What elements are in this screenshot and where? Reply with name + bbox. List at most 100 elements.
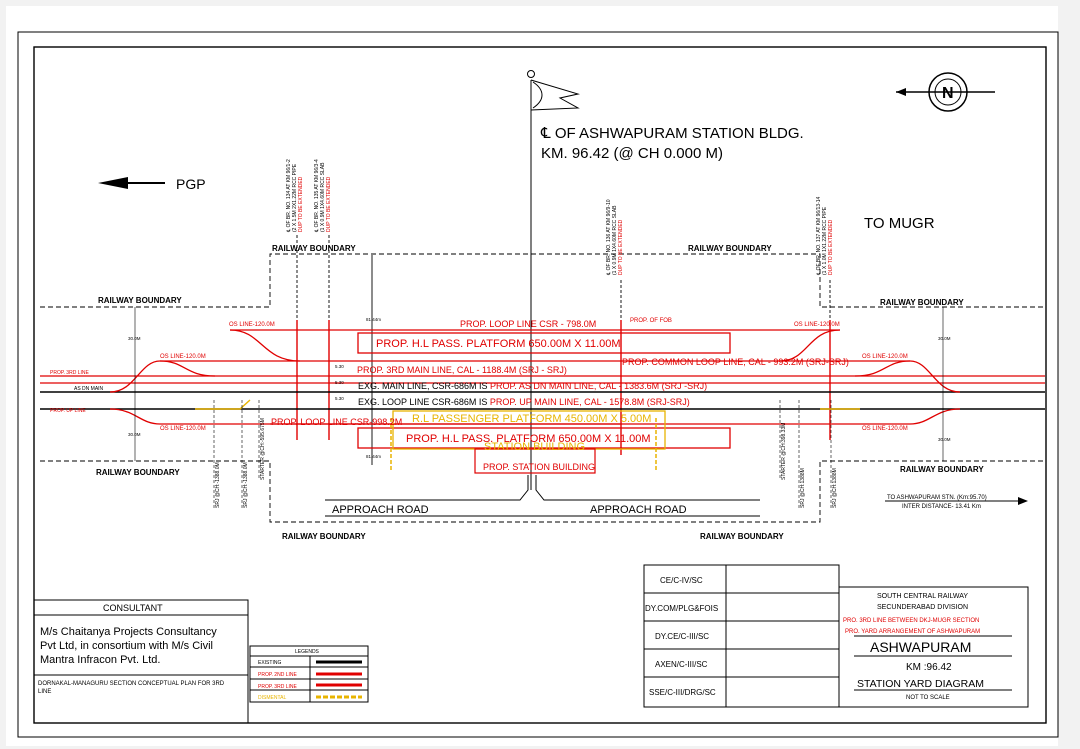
svg-text:LEGENDS: LEGENDS <box>295 649 320 655</box>
svg-text:30.0M: 30.0M <box>938 336 951 341</box>
exg-loop-label: EXG. LOOP LINE CSR-686M IS PROP. UP MAIN… <box>358 397 690 407</box>
boundary-label-2: RAILWAY BOUNDARY <box>688 244 772 253</box>
direction-left-label: PGP <box>176 176 206 192</box>
bridge-4: ℄ OF BR. NO. 137 AT KM 96/13-14(1 X 1.0M… <box>816 196 834 276</box>
svg-text:STARTER @CH:-595.675M: STARTER @CH:-595.675M <box>260 418 266 480</box>
bridge-black-dashes <box>296 235 831 320</box>
boundary-label-8: RAILWAY BOUNDARY <box>700 532 784 541</box>
boundary-label-5: RAILWAY BOUNDARY <box>96 468 180 477</box>
boundary-label-3: RAILWAY BOUNDARY <box>98 296 182 305</box>
tb-prop1: PRO. 3RD LINE BETWEEN DKJ-MUGR SECTION <box>843 618 979 624</box>
prop-3rd-line-label: PROP. 3RD LINE <box>50 370 89 376</box>
signoff-table: CE/C-IV/SC DY.COM/PLG&FOIS DY.CE/C-III/S… <box>643 564 840 708</box>
dismantle-turnouts <box>195 399 860 410</box>
to-station-line2: INTER DISTANCE- 13.41 Km <box>902 504 981 510</box>
third-main-label: PROP. 3RD MAIN LINE, CAL - 1188.4M (SRJ … <box>357 365 567 375</box>
svg-text:30.0M: 30.0M <box>938 437 951 442</box>
svg-text:30.0M: 30.0M <box>128 432 141 437</box>
boundary-label-7: RAILWAY BOUNDARY <box>282 532 366 541</box>
compass-icon: N <box>896 72 995 112</box>
signoff-5: SSE/C-III/DRG/SC <box>649 688 716 697</box>
tb-division: SECUNDERABAD DIVISION <box>877 604 968 611</box>
title-block: SOUTH CENTRAL RAILWAY SECUNDERABAD DIVIS… <box>838 586 1029 708</box>
inner-border <box>33 46 1047 724</box>
approach-road-left: APPROACH ROAD <box>332 504 429 516</box>
consultant-box <box>33 599 249 724</box>
plan-line1: DORNAKAL-MANAGURU SECTION CONCEPTUAL PLA… <box>38 681 225 687</box>
consultant-line2: Pvt Ltd, in consortium with M/s Civil <box>40 640 213 652</box>
tb-rail: SOUTH CENTRAL RAILWAY <box>877 593 968 600</box>
svg-text:81.44m: 81.44m <box>366 317 381 322</box>
flag-pole-top <box>527 70 535 78</box>
bridge-2: ℄ OF BR. NO. 135 AT KM 96/3-4(1 X 0.9M 1… <box>314 159 332 233</box>
svg-text:SRJ @CH:1388M: SRJ @CH:1388M <box>800 468 806 508</box>
proposed-tracks <box>40 329 1045 425</box>
svg-text:N: N <box>942 85 954 102</box>
bridge-3: ℄ OF BR. NO. 136 AT KM 96/9-10(1 X 0.9M … <box>606 199 624 276</box>
svg-text:5.30: 5.30 <box>335 364 344 369</box>
to-station-line1: TO ASHWAPURAM STN. (Km:95.70) <box>887 495 987 501</box>
svg-text:SRJ @CH:-1388.0M: SRJ @CH:-1388.0M <box>243 462 249 508</box>
consultant-line1: M/s Chaitanya Projects Consultancy <box>40 626 217 638</box>
consultant-line3: Mantra Infracon Pvt. Ltd. <box>40 654 160 666</box>
signal-notes: SRJ @CH:-1388.0M SRJ @CH:-1388.0M STARTE… <box>215 418 838 508</box>
station-building-outline <box>474 448 596 474</box>
station-building-prop-label: PROP. STATION BUILDING <box>483 462 595 472</box>
exg-main-label: EXG. MAIN LINE, CSR-686M IS PROP. AS DN … <box>358 381 707 391</box>
svg-text:81.44m: 81.44m <box>366 454 381 459</box>
legends-table: LEGENDS EXISTING PROP. 2ND LINE PROP. 3R… <box>249 645 369 703</box>
svg-text:30.0M: 30.0M <box>128 336 141 341</box>
as-dn-main-label: AS DN MAIN <box>74 386 104 392</box>
svg-text:5.30: 5.30 <box>335 380 344 385</box>
legend-existing: EXISTING <box>258 660 281 666</box>
platform-top-label: PROP. H.L PASS. PLATFORM 650.00M X 11.00… <box>376 338 621 350</box>
boundary-label-6: RAILWAY BOUNDARY <box>900 465 984 474</box>
signal-posts <box>213 400 832 508</box>
station-centerline-title: ℄ OF ASHWAPURAM STATION BLDG. <box>540 125 804 142</box>
platform-bottom <box>357 427 731 449</box>
common-loop-label: PROP. COMMON LOOP LINE, CAL - 993.2M (SR… <box>622 357 849 367</box>
plan-line2: LINE <box>38 689 51 695</box>
outer-border <box>17 31 1059 738</box>
prop-up-line-label: PROP. UP LINE <box>50 408 86 414</box>
boundary-label-4: RAILWAY BOUNDARY <box>880 298 964 307</box>
direction-right-label: TO MUGR <box>864 215 935 232</box>
loop-left-label: PROP. LOOP LINE CSR-998.2M <box>271 417 402 427</box>
tb-name: ASHWAPURAM <box>870 639 971 655</box>
platform-top <box>357 332 731 354</box>
os-line-label-3: OS LINE-120.0M <box>160 426 206 432</box>
distance-marks: 30.0M 30.0M 30.0M 30.0M 81.44m 81.44m 5.… <box>128 317 951 459</box>
os-line-label-1: OS LINE-120.0M <box>229 322 275 328</box>
bridge-lines <box>296 320 831 455</box>
svg-text:5.30: 5.30 <box>335 396 344 401</box>
svg-text:SRJ @CH:1388M: SRJ @CH:1388M <box>832 468 838 508</box>
os-line-label-5: OS LINE-120.0M <box>862 354 908 360</box>
svg-text:SRJ @CH:-1388.0M: SRJ @CH:-1388.0M <box>215 462 221 508</box>
consultant-header: CONSULTANT <box>103 603 163 613</box>
tb-km: KM :96.42 <box>906 662 952 673</box>
station-km-title: KM. 96.42 (@ CH 0.000 M) <box>541 145 723 162</box>
station-building-dismantle-label: STATION BUILDING <box>484 441 585 453</box>
svg-text:STARTER @CH:398.33M: STARTER @CH:398.33M <box>781 423 787 480</box>
signoff-4: AXEN/C-III/SC <box>655 660 708 669</box>
tb-diagram: STATION YARD DIAGRAM <box>857 678 984 690</box>
signoff-3: DY.CE/C-III/SC <box>655 632 709 641</box>
arrow-right-icon <box>1018 497 1028 505</box>
boundary-label-1: RAILWAY BOUNDARY <box>272 244 356 253</box>
tb-scale: NOT TO SCALE <box>906 695 950 701</box>
os-line-label-6: OS LINE-120.0M <box>862 426 908 432</box>
flag-curve <box>532 81 543 109</box>
platform-bottom-label: PROP. H.L PASS. PLATFORM 650.00M X 11.00… <box>406 433 651 445</box>
fob-label: PROP. OF FOB <box>630 318 672 324</box>
os-line-label-4: OS LINE-120.0M <box>794 322 840 328</box>
bridge-1: ℄ OF BR. NO. 134 AT KM 96/1-2(2 X 1.5M 2… <box>286 159 304 233</box>
legend-dismental: DISMENTAL <box>258 695 286 701</box>
flag-icon <box>530 79 580 111</box>
tb-prop2: PRO. YARD ARRANGEMENT OF ASHWAPURAM <box>845 629 980 635</box>
approach-road-right: APPROACH ROAD <box>590 504 687 516</box>
loop-line-label: PROP. LOOP LINE CSR - 798.0M <box>460 319 596 329</box>
approach-roads <box>325 475 760 517</box>
signoff-2: DY.COM/PLG&FOIS <box>645 604 718 613</box>
arrow-left-icon <box>98 177 165 189</box>
